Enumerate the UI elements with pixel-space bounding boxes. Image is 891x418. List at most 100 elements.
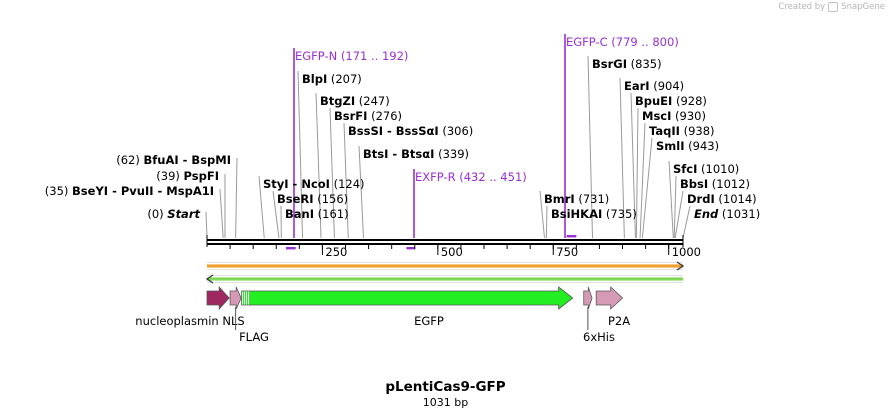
site-label-blpi: BlpI (207) [302,72,362,86]
ruler-label-250: 250 [325,245,347,259]
backbone-bottom-strand [207,243,683,245]
site-name-end: End [694,207,719,221]
ruler-label-1000: 1000 [672,245,701,259]
site-name-bseri: BseRI [277,192,314,206]
site-label-bpuei: BpuEI (928) [635,94,707,108]
feature-arrow-egfp [241,286,574,310]
primer-bar-exfp-r [406,247,416,250]
site-name-bsrfi: BsrFI [334,109,367,123]
orf-tracks [205,261,685,284]
site-label-smli: SmlI (943) [656,139,719,153]
primer-name-egfp-n: EGFP-N [295,49,337,63]
leader-btgzi [315,92,322,239]
site-number-eari: (904) [650,79,685,93]
site-label-pspfi: (39) PspFI [156,169,219,183]
site-label-bbsi: BbsI (1012) [680,177,750,191]
feature-label-flag: FLAG [239,330,269,344]
primer-range-egfp-n: (171 .. 192) [337,49,408,63]
site-name-bani: BanI [285,207,314,221]
feature-label-nucleoplasmin-nls: nucleoplasmin NLS [135,314,244,328]
site-number-bsssi: (306) [439,124,474,138]
site-name-bsrgi: BsrGI [592,57,627,71]
leader-smli [641,137,653,239]
leader-bsrgi [587,55,594,239]
site-number-bsrgi: (835) [627,57,662,71]
leader-taqii [639,122,646,239]
leader-drdi [674,190,684,239]
site-number-bani: (161) [314,207,349,221]
site-number-sfci: (1010) [697,162,739,176]
site-labels: (0) Start(35) BseYI - PvuII - MspA1I(39)… [45,35,760,221]
site-name-taqii: TaqII [649,124,680,138]
site-label-bsrfi: BsrFI (276) [334,109,402,123]
site-leader-lines [205,34,691,250]
site-number-bsrfi: (276) [367,109,402,123]
site-number-bsihkai: (735) [602,207,637,221]
site-number-bpuei: (928) [672,94,707,108]
site-number-bbsi: (1012) [708,177,750,191]
leader-btsi [358,145,365,239]
site-name-drdi: DrdI [687,192,715,206]
leader-start [205,211,208,239]
site-name-start: Start [167,207,200,221]
site-number-btsi: (339) [434,147,469,161]
orf-track-forward-arrow [676,261,685,271]
leader-sfci [668,160,674,239]
site-label-bani: BanI (161) [285,207,349,221]
leader-blpi [297,70,304,239]
site-name-pspfi: PspFI [184,169,219,183]
site-name-smli: SmlI [656,139,685,153]
primer-bar-egfp-n [285,247,296,250]
feature-arrow-p2a [595,286,624,310]
site-label-bfuai: (62) BfuAI - BspMI [116,153,231,167]
backbone-top-strand [207,239,683,241]
primer-name-exfp-r: EXFP-R [415,170,456,184]
site-label-sfci: SfcI (1010) [673,162,739,176]
site-name-bsssi: BssSI - BssSαI [348,124,439,138]
site-label-taqii: TaqII (938) [649,124,715,138]
watermark-prefix: Created by [778,2,826,12]
leader-bbsi [673,175,677,239]
primer-label-exfp-r: EXFP-R (432 .. 451) [415,170,527,184]
site-label-drdi: DrdI (1014) [687,192,757,206]
site-name-bpuei: BpuEI [635,94,672,108]
leader-bfuai [235,157,238,239]
feature-start-hatch-egfp [242,291,250,305]
feature-label-egfp: EGFP [414,314,444,328]
leader-msci [635,107,639,239]
feature-label-p2a: P2A [608,314,630,328]
site-number-bfuai: (62) [116,153,143,167]
leader-styi [258,175,265,239]
leader-bseri [272,190,280,239]
site-number-blpi: (207) [327,72,362,86]
watermark-brand: SnapGene [841,2,885,12]
snapgene-logo-icon [828,2,839,12]
snapgene-watermark: Created by SnapGene [778,2,885,12]
feature-arrow-6xhis [583,286,593,310]
primer-label-egfp-n: EGFP-N (171 .. 192) [295,49,408,63]
leader-bpuei [630,92,636,239]
site-label-start: (0) Start [147,207,200,221]
site-number-smli: (943) [685,139,720,153]
site-label-eari: EarI (904) [624,79,684,93]
site-label-bsrgi: BsrGI (835) [592,57,662,71]
site-name-bfuai: BfuAI - BspMI [144,153,231,167]
site-label-msci: MscI (930) [642,109,706,123]
site-name-msea1i: BseYI - PvuII - MspA1I [72,184,214,198]
site-number-drdi: (1014) [715,192,757,206]
feature-arrow-nucleoplasmin-nls [206,285,230,311]
site-name-bmri: BmrI [544,192,575,206]
leader-eari [619,77,625,239]
sequence-backbone [206,235,684,247]
leader-bsssi [343,122,349,239]
site-label-btgzi: BtgZI (247) [320,94,390,108]
site-label-bsihkai: BsiHKAI (735) [551,207,637,221]
site-name-eari: EarI [624,79,650,93]
leader-msea1i [219,188,224,239]
leader-bsihkai [545,205,548,239]
site-name-bsihkai: BsiHKAI [551,207,602,221]
site-number-pspfi: (39) [156,169,183,183]
